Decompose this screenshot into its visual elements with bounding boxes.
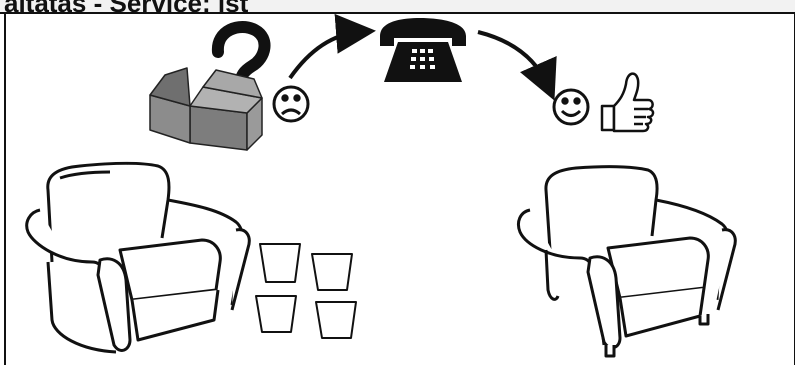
arrow-from-phone xyxy=(478,32,548,86)
arrow-to-phone xyxy=(290,32,360,78)
thumbs-up-icon xyxy=(602,74,653,131)
telephone-icon xyxy=(380,18,466,82)
open-box-icon xyxy=(150,68,262,150)
happy-face-icon xyxy=(554,90,588,124)
armchair-icon xyxy=(518,167,735,356)
cup-icon xyxy=(256,244,356,338)
sad-face-icon xyxy=(274,87,308,121)
armchair-icon xyxy=(27,163,250,352)
